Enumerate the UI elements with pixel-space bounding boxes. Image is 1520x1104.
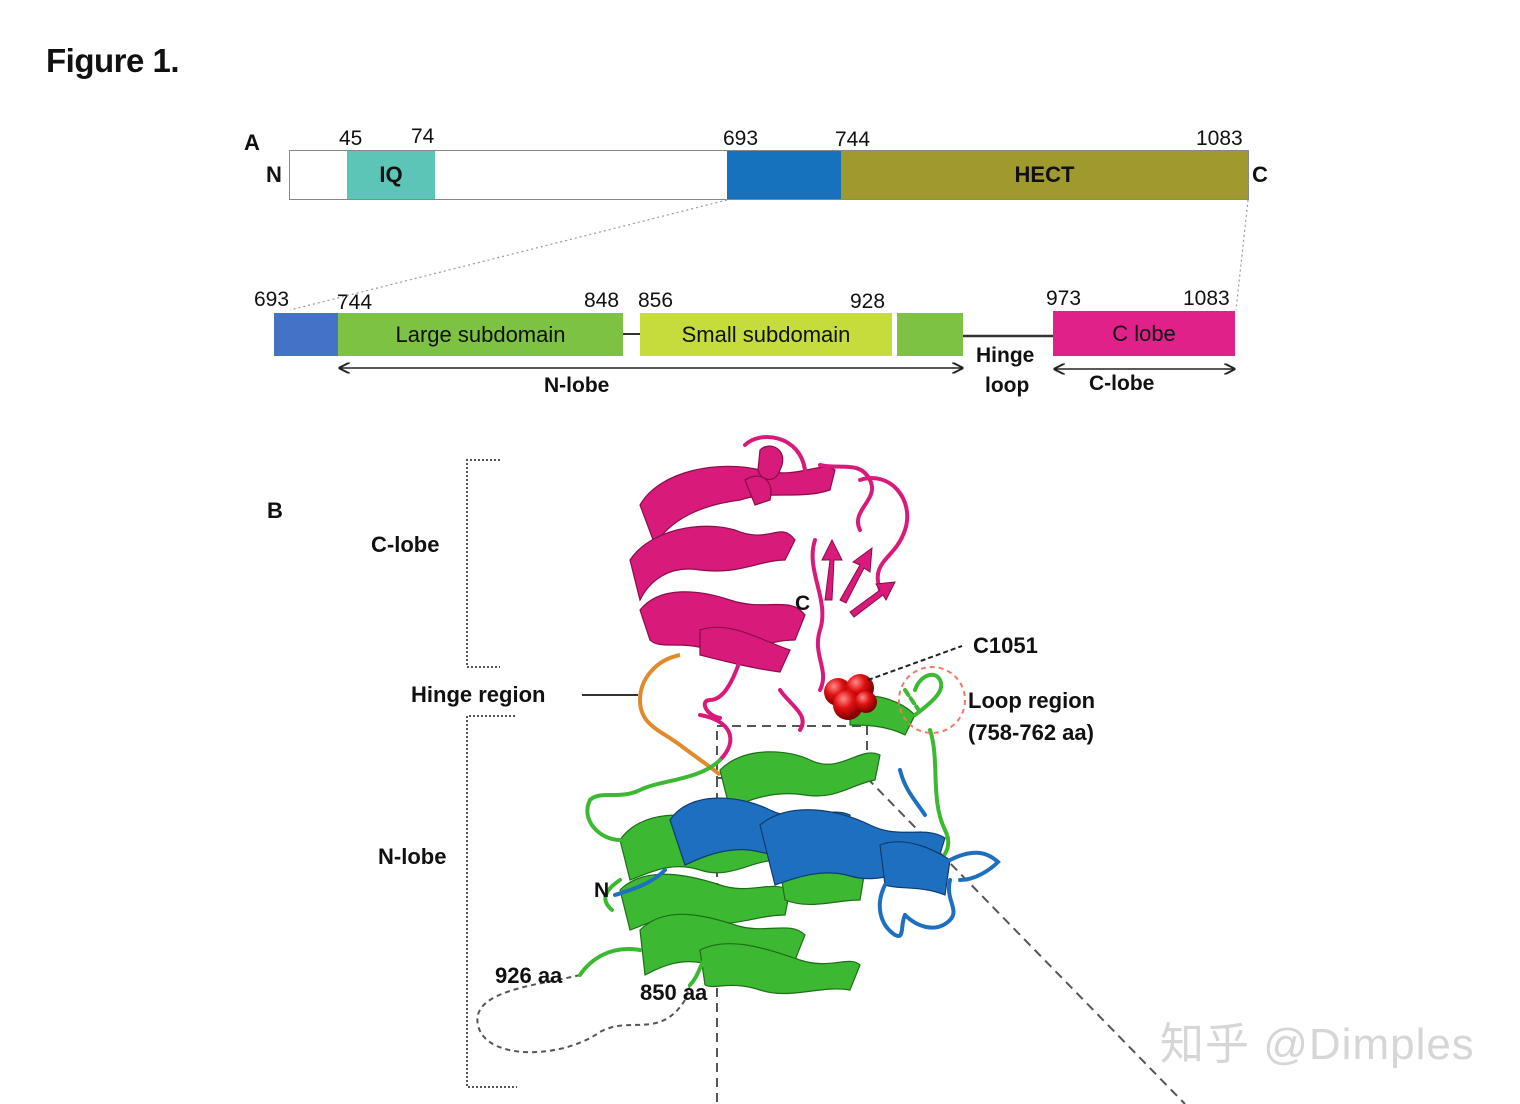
n-terminus-structure-label: N xyxy=(594,879,610,902)
c-lobe-segment: C lobe xyxy=(1053,311,1235,356)
bar-c-terminus: C xyxy=(1252,162,1268,187)
small-subdomain: Small subdomain xyxy=(640,313,892,356)
hect-domain: HECT xyxy=(841,151,1248,199)
zoom-position-693: 693 xyxy=(254,288,290,311)
panel-a-letter: A xyxy=(244,130,260,155)
position-74: 74 xyxy=(411,125,435,148)
position-1083: 1083 xyxy=(1196,127,1243,150)
panel-b-letter: B xyxy=(267,498,283,523)
iq-domain: IQ xyxy=(347,151,435,199)
zoom-position-1083: 1083 xyxy=(1183,287,1230,310)
blue-region-ribbon xyxy=(669,797,951,896)
residue-926-label: 926 aa xyxy=(495,963,563,988)
c-lobe-ribbon xyxy=(629,445,836,673)
position-856: 856 xyxy=(638,289,674,312)
n-lobe-bracket xyxy=(466,715,517,1088)
hect-label: HECT xyxy=(1014,162,1075,187)
blue-region-loops xyxy=(613,768,1001,938)
position-928: 928 xyxy=(850,290,886,313)
position-973: 973 xyxy=(1046,287,1082,310)
zoom-line-right xyxy=(866,777,1186,1104)
loop-region-circle xyxy=(898,666,966,734)
c-lobe-bracket xyxy=(466,459,500,668)
figure-title: Figure 1. xyxy=(46,42,180,79)
protein-structure xyxy=(578,435,1001,995)
loop-region-label-line1: Loop region xyxy=(968,688,1096,713)
c-lobe-range-label: C-lobe xyxy=(1089,372,1155,395)
loop-region-label-line2: (758-762 aa) xyxy=(968,720,1094,745)
large-subdomain-label: Large subdomain xyxy=(395,321,566,347)
bar-n-terminus: N xyxy=(266,162,282,187)
c-lobe-structure-label: C-lobe xyxy=(371,532,440,557)
c-lobe-box-label: C lobe xyxy=(1112,320,1176,346)
n-lobe-tail-segment xyxy=(897,313,963,356)
pre-hect-domain xyxy=(727,151,841,199)
n-lobe-range-label: N-lobe xyxy=(544,374,610,397)
c1051-label: C1051 xyxy=(973,633,1038,658)
c1051-pointer xyxy=(867,645,963,681)
zoom-position-744: 744 xyxy=(337,291,373,314)
large-subdomain: Large subdomain xyxy=(338,313,623,356)
hinge-loop-label-line2: loop xyxy=(985,374,1030,397)
position-848: 848 xyxy=(584,289,620,312)
disordered-loop xyxy=(476,974,691,1054)
zoom-connector-lines xyxy=(289,199,1249,311)
position-744: 744 xyxy=(835,128,871,151)
hinge-ribbon xyxy=(637,653,722,777)
small-subdomain-label: Small subdomain xyxy=(681,321,851,347)
c-terminus-structure-label: C xyxy=(795,592,811,615)
hinge-loop-label-line1: Hinge xyxy=(976,344,1035,367)
n-lobe-structure-label: N-lobe xyxy=(378,844,447,869)
iq-label: IQ xyxy=(379,162,403,187)
hinge-region-label: Hinge region xyxy=(411,682,546,707)
position-45: 45 xyxy=(339,127,363,150)
watermark: 知乎 @Dimples xyxy=(1160,1020,1475,1069)
c1051-sphere xyxy=(824,674,877,720)
c-lobe-loops xyxy=(698,435,910,762)
position-693: 693 xyxy=(723,127,759,150)
residue-850-label: 850 aa xyxy=(640,980,708,1005)
zoom-blue-segment xyxy=(274,313,338,356)
c-lobe-strands xyxy=(821,538,896,618)
